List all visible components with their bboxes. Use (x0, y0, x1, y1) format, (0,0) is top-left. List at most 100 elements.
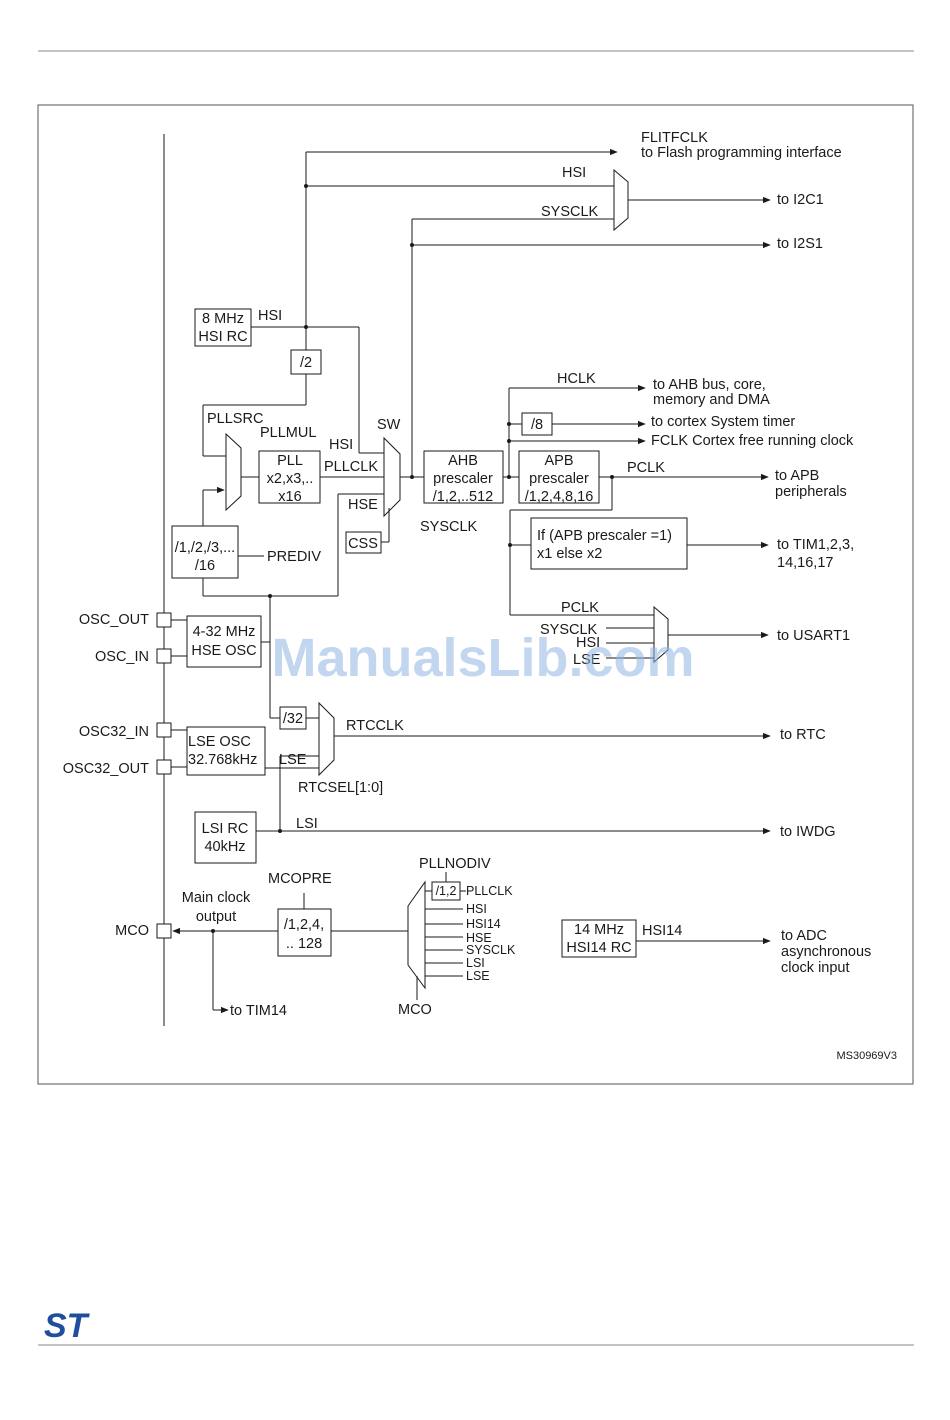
pllsrc-mux (225, 432, 242, 512)
flitfclk-label: FLITFCLK (641, 130, 708, 146)
hclk-label: HCLK (557, 371, 596, 387)
main-clock-output-label: output (196, 909, 236, 925)
rtcsel-label: RTCSEL[1:0] (298, 780, 383, 796)
sw-mux (383, 436, 401, 518)
pclk-label: PCLK (627, 460, 665, 476)
lse-osc-label: 32.768kHz (188, 752, 257, 768)
st-logo-text: ST (44, 1307, 91, 1345)
mco-input-pllclk: PLLCLK (466, 884, 513, 898)
prediv-label: PREDIV (267, 549, 321, 565)
apb-prescaler-label: prescaler (529, 471, 589, 487)
hclk-routing (507, 384, 646, 477)
apb-prescaler-label: /1,2,4,8,16 (525, 489, 594, 505)
fclk-destination: FCLK Cortex free running clock (651, 433, 854, 449)
pll-label: x2,x3,.. (267, 471, 314, 487)
tim14-destination: to TIM14 (230, 1003, 287, 1019)
lsi-rc-label: 40kHz (204, 839, 245, 855)
rtcclk-label: RTCCLK (346, 718, 404, 734)
i2c1-destination: to I2C1 (777, 192, 824, 208)
lse-osc-label: LSE OSC (188, 734, 251, 750)
hsi-label: HSI (258, 308, 282, 324)
hsi-label: HSI (562, 165, 586, 181)
adc-destination: to ADC (781, 928, 827, 944)
hsi14-label: HSI14 (642, 923, 682, 939)
hsi-routing (202, 148, 618, 457)
rtcsel-mux (318, 701, 335, 777)
watermark: ManualsLib.com (271, 628, 694, 688)
iwdg-destination: to IWDG (780, 824, 836, 840)
main-clock-output-label: Main clock (182, 890, 251, 906)
osc-out-pin (156, 612, 172, 628)
hse-osc-label: 4-32 MHz (193, 624, 256, 640)
tim-multiplier-box (530, 517, 688, 570)
prediv-box (171, 525, 239, 579)
sysclk-routing (400, 218, 771, 479)
sysclk-label: SYSCLK (541, 204, 599, 220)
osc32-out-pin (156, 759, 172, 775)
mco-input-lsi: LSI (466, 956, 485, 970)
mcopre-box-label: .. 128 (286, 936, 322, 952)
flash-destination: to Flash programming interface (641, 145, 842, 161)
ahb-destination: memory and DMA (653, 392, 770, 408)
hsi-rc-label: HSI RC (198, 329, 247, 345)
i2s1-destination: to I2S1 (777, 236, 823, 252)
div2-box (290, 349, 322, 375)
div12-label: /1,2 (436, 884, 457, 898)
pllmul-label: PLLMUL (260, 425, 316, 441)
mco-input-sysclk: SYSCLK (466, 943, 516, 957)
lsi-rc-box (194, 811, 257, 864)
mco-select-label: MCO (398, 1002, 432, 1018)
figure-id: MS30969V3 (836, 1050, 897, 1062)
mco-input-hsi14: HSI14 (466, 917, 501, 931)
mco-pin-label: MCO (115, 923, 149, 939)
hse-label: HSE (348, 497, 378, 513)
hsi14-rc-label: 14 MHz (574, 922, 624, 938)
lse-label: LSE (279, 752, 307, 768)
osc-in-label: OSC_IN (95, 649, 149, 665)
pll-label: PLL (277, 453, 303, 469)
mcopre-box (277, 908, 332, 957)
div32-label: /32 (283, 711, 303, 727)
pll-label: x16 (278, 489, 301, 505)
tim-destination: to TIM1,2,3, (777, 537, 854, 553)
div8-label: /8 (531, 417, 543, 433)
hsi-rc-label: 8 MHz (202, 311, 244, 327)
hsi14-rc-box (561, 919, 637, 958)
apb-prescaler-box (518, 450, 600, 504)
osc-in-pin (156, 648, 172, 664)
usart-input-lse: LSE (573, 652, 601, 668)
hse-routing (203, 594, 338, 719)
adc-destination: asynchronous (781, 944, 871, 960)
pllclk-label: PLLCLK (324, 459, 378, 475)
apb-prescaler-label: APB (544, 453, 573, 469)
figure-frame (37, 104, 914, 1085)
systick-destination: to cortex System timer (651, 414, 795, 430)
adc-destination: clock input (781, 960, 850, 976)
mco-input-lse: LSE (466, 969, 490, 983)
ahb-prescaler-box (423, 450, 504, 504)
osc32-in-pin (156, 722, 172, 738)
mco-input-hse: HSE (466, 931, 492, 945)
ahb-prescaler-label: /1,2,..512 (433, 489, 493, 505)
ahb-destination: to AHB bus, core, (653, 377, 766, 393)
div8-box (521, 412, 553, 436)
sysclk-label: SYSCLK (420, 519, 478, 535)
lse-osc-box (186, 726, 266, 776)
tim-multiplier-label: If (APB prescaler =1) (537, 528, 672, 544)
mco-pin (156, 923, 172, 939)
hsi-rc-box (194, 308, 252, 347)
hsi-label: HSI (329, 437, 353, 453)
osc32-out-label: OSC32_OUT (63, 761, 149, 777)
sw-label: SW (377, 417, 401, 433)
hse-osc-box (186, 615, 262, 668)
tim-destination: 14,16,17 (777, 555, 833, 571)
pll-box (258, 450, 321, 504)
usart-input-hsi: HSI (576, 635, 600, 651)
prediv-box-label: /1,/2,/3,... (175, 540, 235, 556)
osc-out-label: OSC_OUT (79, 612, 149, 628)
ahb-prescaler-label: prescaler (433, 471, 493, 487)
hse-osc-label: HSE OSC (191, 643, 256, 659)
div2-label: /2 (300, 355, 312, 371)
